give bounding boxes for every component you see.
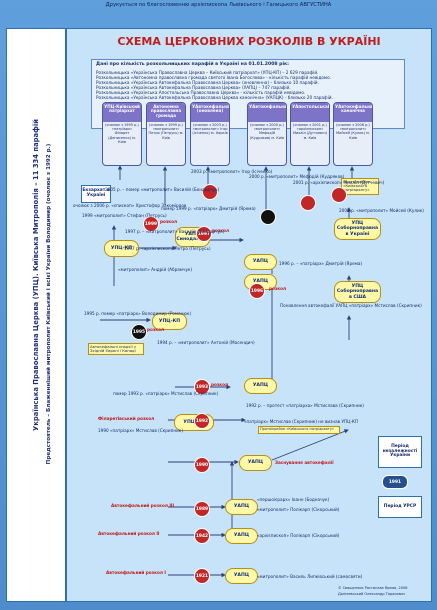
schism-label: розкол	[211, 382, 229, 387]
summary-item: Розкольницька «Українська Автокефальна П…	[96, 79, 319, 85]
note: 1992 р. – протест «патріарха» Мстислава …	[246, 403, 364, 408]
left-sidebar: Українська Православна Церква (УПЦ). Киї…	[6, 28, 66, 602]
note: 1997 р. – «митрополит» Василій (Бондарчу…	[125, 229, 225, 234]
side-box-exarchate: Екзархат в Україні	[81, 185, 111, 203]
note: 1997 р. «архієпископ» Петро (Петрусь)	[124, 246, 211, 251]
note: 2005 р. «митрополит» Мойсей (Кулик)	[339, 208, 424, 213]
card-meta: (очолює з 2001 р.) «архієпископ» Михаїл …	[292, 123, 328, 140]
note: «митрополит» Василь Липківський (самосвя…	[257, 574, 363, 579]
card-meta: (очолює з 2003 р.) «митрополит» Ігор (Іс…	[192, 123, 228, 136]
note: 1999 «митрополит» Стефан (Петрусь)	[82, 213, 167, 218]
diaspora-box: Автокефальні єпархії у Зхідній Європі і …	[88, 343, 144, 356]
note: «митрополит» Андрій (Абрамчук)	[118, 267, 193, 272]
year-1921: 1921	[194, 568, 210, 584]
note: 1996 р. – «патріарх» Дмитрій (Ярема)	[279, 261, 363, 266]
node-uapc-mid1: УАПЦ	[244, 254, 277, 270]
year-1997: 1997	[196, 226, 212, 242]
note: помер 1993 р. «патріарх» Мстислав (Скрип…	[113, 391, 219, 396]
card-autonomous: Автономна православна громада (очолює з …	[146, 102, 186, 166]
card-uapc-renewed: УАвтокефальнаПЦ (оновлена) (очолює з 200…	[190, 102, 230, 166]
note: 1995 р. помер «патріарх» Володимир (Рома…	[84, 311, 192, 316]
note: «патріарх» Мстислав (Скрипник) не визнав…	[244, 419, 359, 424]
schism-label: Автокефальний розкол ІІІ	[111, 503, 175, 508]
credit-line-2: Данілевський Олександр Тарасович	[338, 592, 405, 596]
protokh-box-2: Протоієрейне «Київського патріархату»	[258, 426, 340, 434]
summary-item: Розкольницька «Українська Православна Це…	[96, 69, 319, 75]
note: «першоієрарх» Іоанн (Бодначук)	[257, 497, 330, 502]
year-1995: 1995	[131, 324, 147, 340]
card-apostolic: УАпостольськаПЦ (очолює з 2001 р.) «архі…	[290, 102, 330, 166]
period-independence: Період незалежності України	[378, 436, 422, 468]
card-meta: (очолює з 1995 р.) «патріарх» Філарет (Д…	[105, 123, 139, 144]
note: 2005 р. – помер «митрополит» Василій (Бо…	[105, 187, 220, 192]
node-upc-kp-mid: УПЦ-КП	[104, 240, 139, 257]
year-1990: 1990	[194, 457, 210, 473]
node-upc-sobor-ukr: УПЦ Соборноправна в Україні	[334, 218, 381, 240]
card-title: УАвтокефальнаПЦ канонічна	[334, 103, 372, 122]
summary-item: Розкольницька «Українська Апостольська П…	[96, 89, 306, 95]
note: 2001 р. «архієпископ» Михаїл (Дутчевич)	[293, 180, 385, 185]
year-2003: 2003 р. «митрополит» Ігор (Ісіченко)	[202, 184, 218, 200]
diagram-title: СХЕМА ЦЕРКОВНИХ РОЗКОЛІВ В УКРАЇНІ	[117, 35, 381, 48]
year-1993: 1993	[194, 379, 210, 395]
note: очолює з 2006 р. «єпископ» Христофор Зак…	[73, 203, 187, 208]
schism-label: Філаретівський розкол	[98, 416, 155, 421]
note: «архієпископ» Полікарп (Сікорський)	[257, 533, 340, 538]
year-1996: 1996	[249, 283, 265, 299]
note: помер 1999 р. «патріарх» Дмитрій (Ярема)	[161, 206, 256, 211]
schism-label: Заснування автокефалії	[275, 460, 334, 465]
card-title: УАвтокефальнаПЦ (оновлена)	[191, 103, 229, 122]
node-uapc-low3: УАПЦ	[225, 528, 258, 544]
card-meta: (очолює з 2006 р.) «митрополит» Мойсей (…	[336, 123, 370, 140]
protokh-box: Протоієрейне «Київського патріархату»	[341, 178, 379, 195]
node-uapc-low4: УАПЦ	[225, 568, 258, 584]
node-uapc-low1: УАПЦ	[239, 455, 272, 471]
card-uapc: УАвтокефальнаПЦ (очолює з 2000 р.) «митр…	[247, 102, 287, 166]
schism-label: розкол	[269, 286, 287, 291]
summary-item: Розкольницька «Українська Автокефальна П…	[96, 94, 333, 100]
node-uapc-mid3: УАПЦ	[244, 378, 277, 394]
node-upc-sobor-usa: УПЦ Соборноправна в США	[334, 281, 381, 303]
top-note: Друкується по благословенню архієпископа…	[105, 2, 332, 8]
year-1989: 1989	[194, 501, 210, 517]
node-upc-kp-lower: УПЦ-КП	[152, 313, 187, 330]
schism-label: розкол	[147, 327, 165, 332]
node-uapc-low2: УАПЦ	[225, 499, 258, 515]
branch-right-4	[271, 429, 349, 461]
summary-heading: Дані про кількість розкольницьких парафі…	[96, 62, 289, 67]
year-2000: 2000 р. «митрополит» Мефодій (Кудряков)	[260, 209, 276, 225]
credit-line-1: © Священник Ростислав Ярема, 2008	[338, 586, 408, 590]
year-2005: 2005 р. «митрополит» Мойсей (Кулик)	[331, 187, 347, 203]
card-title: Автономна православна громада	[147, 103, 185, 122]
year-1942: 1942	[194, 528, 210, 544]
year-1991: 1991	[382, 475, 408, 489]
schism-label: розкол	[160, 219, 178, 224]
summary-item: Розкольницька «Автономна православна гро…	[96, 74, 331, 80]
note: 2003 р. «митрополит» Ігор (Ісіченко)	[191, 169, 273, 174]
note: Поновлення автокефалії УАПЦ «патріарх» М…	[280, 303, 422, 308]
note: «митрополит» Полікарп (Сікорський)	[257, 507, 340, 512]
card-meta: (очолює з 2000 р.) «митрополит» Мефодій …	[249, 123, 285, 140]
card-meta: (очолює з 1999 р.) «митрополит» Петро (П…	[148, 123, 184, 140]
card-canonical: УАвтокефальнаПЦ канонічна (очолює з 2006…	[333, 102, 373, 166]
card-title: УАвтокефальнаПЦ	[248, 103, 286, 122]
schism-label: Автокефальний розкол ІІ	[98, 531, 160, 536]
card-title: УАпостольськаПЦ	[291, 103, 329, 122]
note: 1990 «патріарх» Мстислав (Скрипник)	[98, 428, 183, 433]
card-upc-kp: УПЦ-Київський патріархат (очолює з 1995 …	[102, 102, 142, 166]
year-1992: 1992	[194, 413, 210, 429]
note: 2000 р. «митрополит» Мефодій (Кудряков)	[249, 174, 345, 179]
summary-item: Розкольницька «Українська Автокефальна П…	[96, 84, 291, 90]
period-ussr: Період УРСР	[378, 496, 422, 518]
card-title: УПЦ-Київський патріархат	[103, 103, 141, 122]
year-2001: 2001 р. «архієпископ» Михаїл (Дутчевич)	[300, 195, 316, 211]
year-1999: 1999	[143, 216, 159, 232]
note: 1994 р. – «митрополит» Антоній (Масендич…	[157, 340, 255, 345]
schism-label: Автокефальний розкол І	[106, 570, 166, 575]
schism-label: розкол	[212, 228, 230, 233]
